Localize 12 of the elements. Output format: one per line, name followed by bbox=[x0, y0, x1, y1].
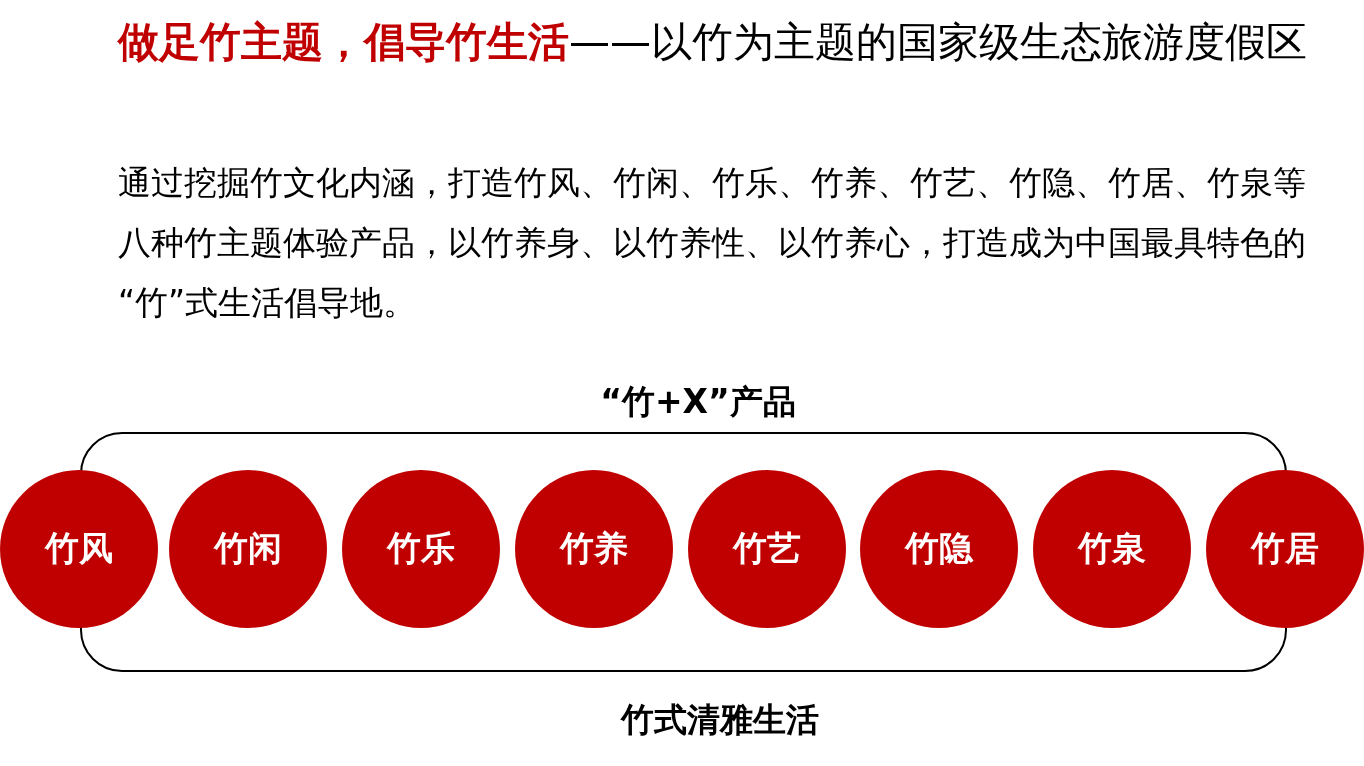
theme-circle: 竹艺 bbox=[688, 470, 846, 628]
theme-circle: 竹养 bbox=[515, 470, 673, 628]
group-heading: “竹+X”产品 bbox=[600, 381, 796, 423]
slide-title: 做足竹主题，倡导竹生活——以竹为主题的国家级生态旅游度假区 bbox=[118, 17, 1307, 68]
theme-circle: 竹隐 bbox=[860, 470, 1018, 628]
theme-circle: 竹泉 bbox=[1033, 470, 1191, 628]
group-caption: 竹式清雅生活 bbox=[621, 699, 819, 741]
theme-circle: 竹风 bbox=[0, 470, 158, 628]
theme-circle: 竹居 bbox=[1206, 470, 1364, 628]
theme-circle: 竹乐 bbox=[342, 470, 500, 628]
intro-paragraph: 通过挖掘竹文化内涵，打造竹风、竹闲、竹乐、竹养、竹艺、竹隐、竹居、竹泉等八种竹主题体验产品，以竹养身、以竹养性、以竹养心，打造成为中国最具特色的“竹”式生活倡导地。 bbox=[118, 162, 1307, 324]
theme-circle: 竹闲 bbox=[169, 470, 327, 628]
